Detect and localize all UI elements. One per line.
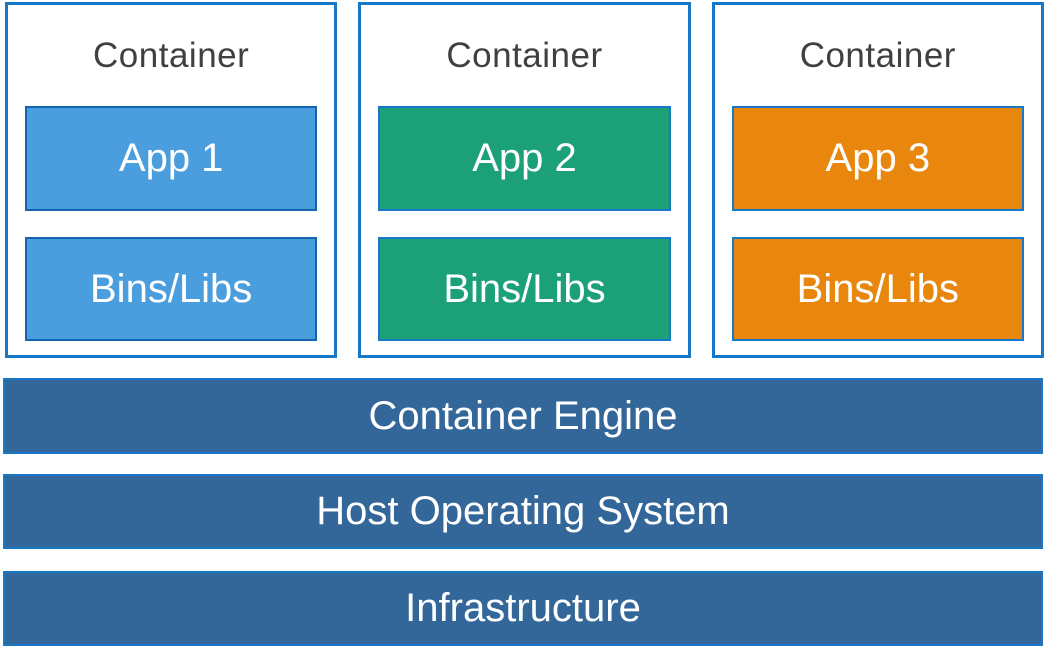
container-box-1: Container App 1 Bins/Libs — [5, 2, 338, 358]
container-title: Container — [93, 35, 250, 75]
container-box-3: Container App 3 Bins/Libs — [711, 2, 1044, 358]
bins-libs-block: Bins/Libs — [731, 237, 1024, 341]
bins-libs-block: Bins/Libs — [378, 237, 671, 341]
container-title: Container — [799, 35, 956, 75]
app-1-block: App 1 — [25, 106, 318, 211]
container-box-2: Container App 2 Bins/Libs — [358, 2, 691, 358]
host-operating-system-layer: Host Operating System — [3, 474, 1043, 549]
containers-row: Container App 1 Bins/Libs Container App … — [5, 2, 1044, 358]
infrastructure-layer: Infrastructure — [3, 571, 1043, 646]
bins-libs-block: Bins/Libs — [25, 237, 318, 341]
container-title: Container — [446, 35, 603, 75]
container-engine-layer: Container Engine — [3, 378, 1043, 454]
app-2-block: App 2 — [378, 106, 671, 211]
app-3-block: App 3 — [731, 106, 1024, 211]
